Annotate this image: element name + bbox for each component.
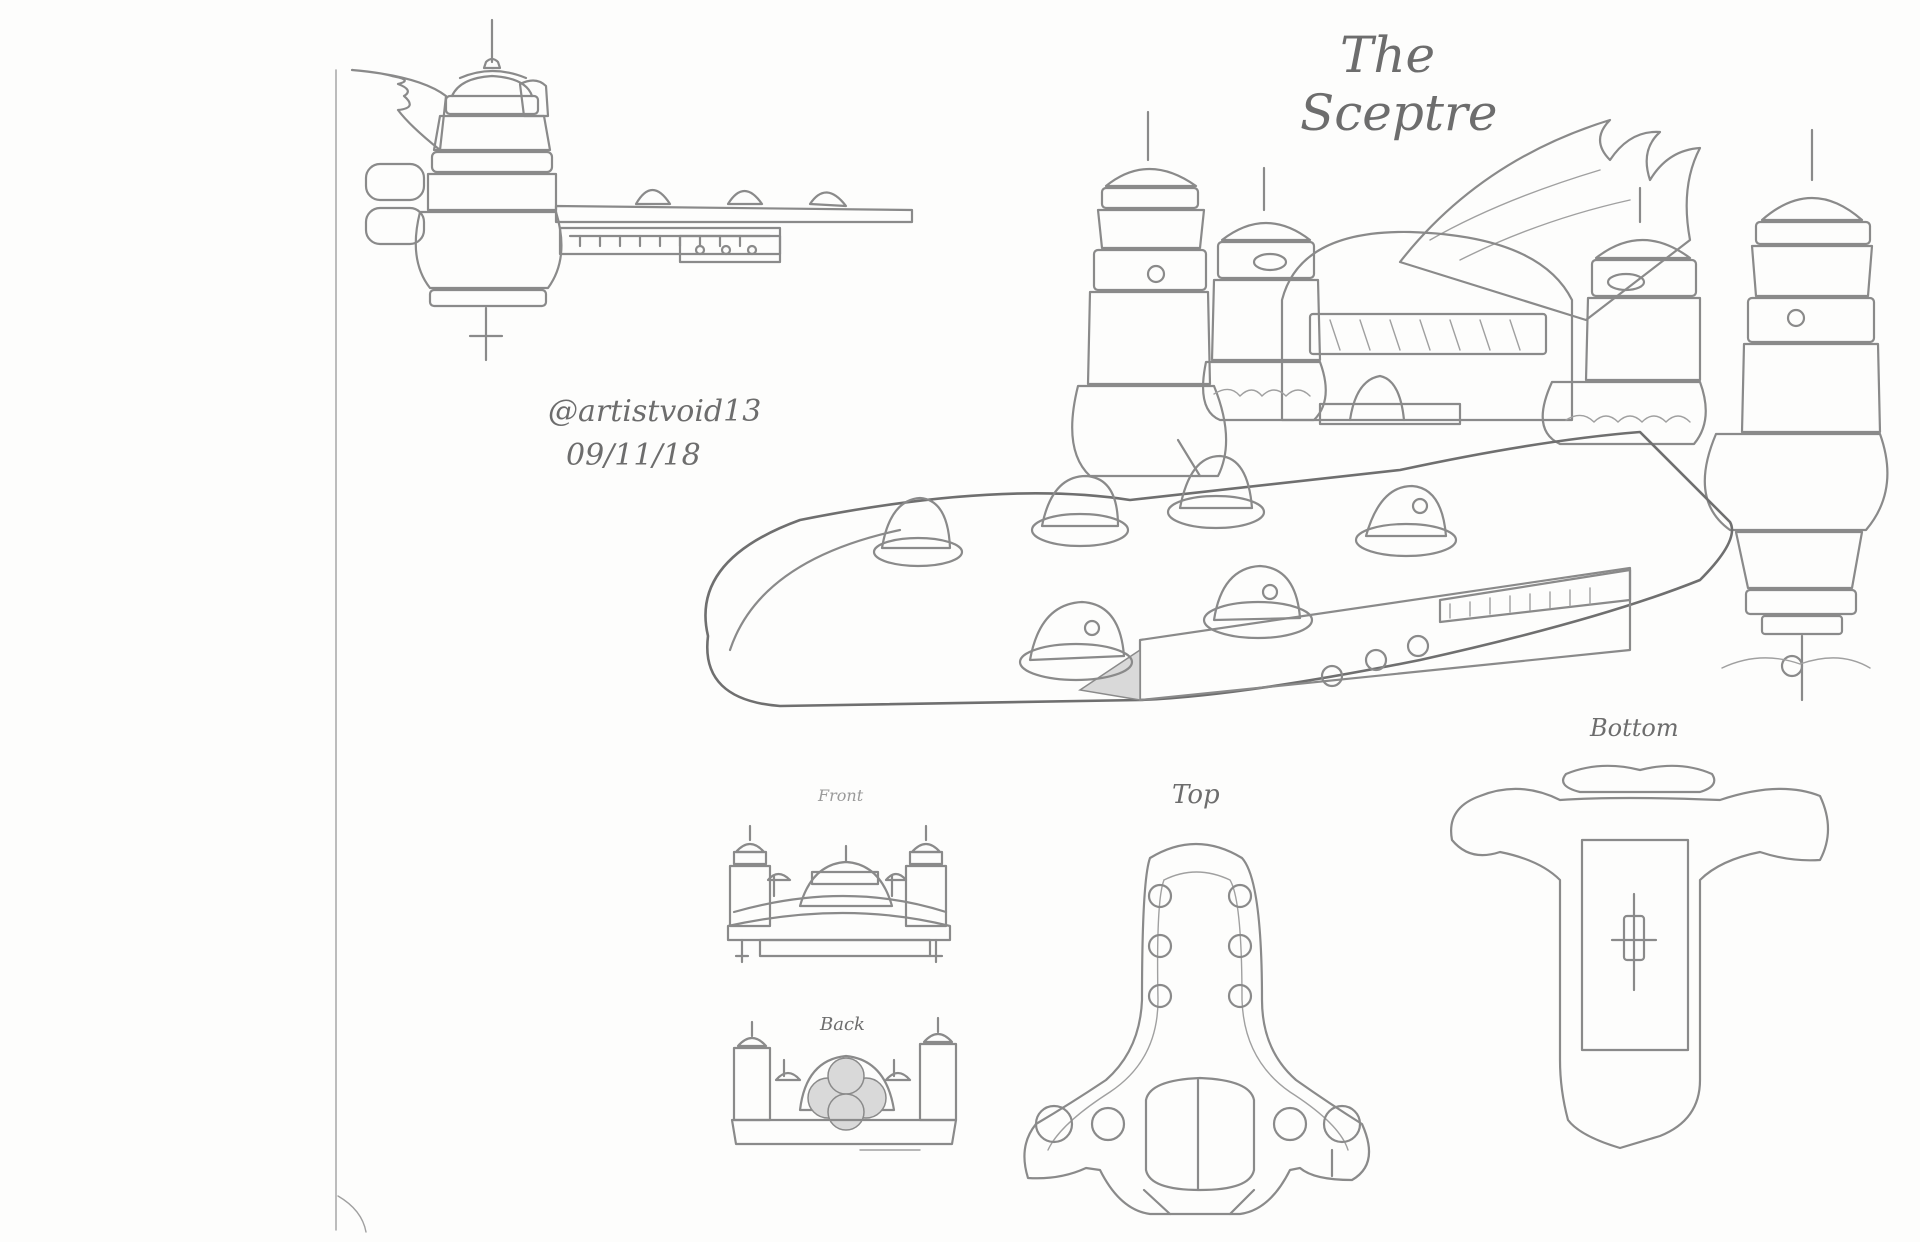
side-view-sketch xyxy=(350,18,914,362)
label-top-view: Top xyxy=(1172,780,1220,810)
main-ship-sketch xyxy=(704,110,1889,708)
top-view-sketch xyxy=(1023,843,1371,1216)
page-margin-line xyxy=(335,69,367,1233)
artist-handle: @artistvoid13 xyxy=(548,394,762,429)
sketch-date: 09/11/18 xyxy=(566,438,701,473)
label-back-view: Back xyxy=(820,1014,865,1035)
front-view-sketch xyxy=(726,824,952,964)
title-line1: The xyxy=(1340,26,1436,84)
label-front-view: Front xyxy=(818,786,864,805)
title-line2: Sceptre xyxy=(1300,84,1498,142)
bottom-view-sketch xyxy=(1450,764,1830,1150)
back-view-sketch xyxy=(730,1016,958,1151)
label-bottom-view: Bottom xyxy=(1590,714,1679,742)
